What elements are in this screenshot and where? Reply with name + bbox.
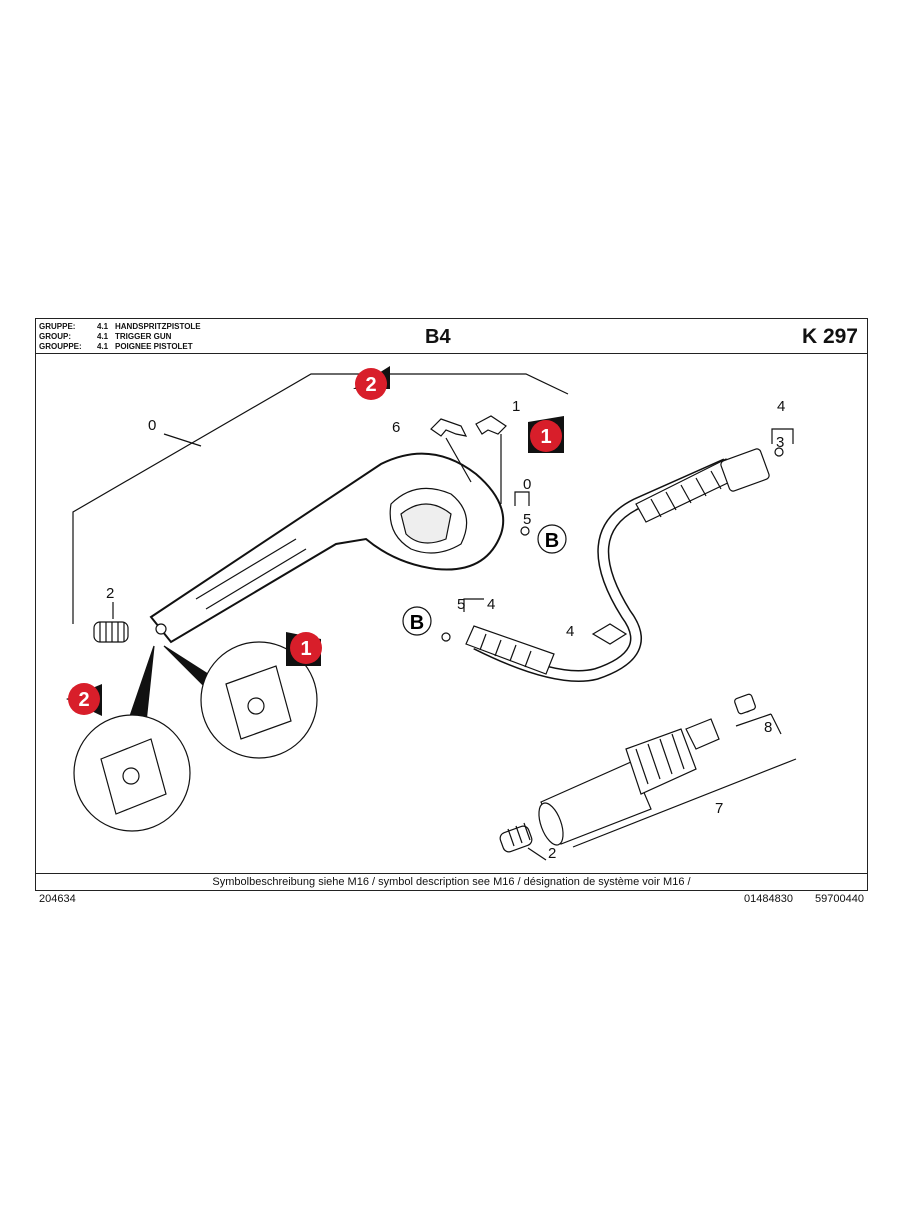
callout-number: 0 — [523, 476, 531, 493]
part-number-b: 59700440 — [815, 893, 864, 905]
symbol-note: Symbolbeschreibung siehe M16 / symbol de… — [36, 873, 867, 890]
marker-b: B — [410, 612, 424, 634]
callout-number: 4 — [566, 623, 574, 640]
callout-number: 2 — [106, 585, 114, 602]
sheet-header: GRUPPE: 4.1 HANDSPRITZPISTOLE GROUP: 4.1… — [36, 319, 867, 354]
marker-number: 1 — [300, 638, 311, 660]
hose-fitting-top — [635, 447, 784, 523]
marker-number: 2 — [78, 689, 89, 711]
callout-number: 7 — [715, 800, 723, 817]
group-row-fr: GROUPPE: 4.1 POIGNEE PISTOLET — [39, 342, 201, 352]
group-number: 4.1 — [97, 342, 109, 351]
group-name: HANDSPRITZPISTOLE — [115, 322, 201, 331]
marker-2b: 2 — [66, 683, 102, 716]
marker-2a: 2 — [353, 366, 390, 400]
exploded-view-drawing: 1 2 1 2 B B 0 1 6 0 5 4 3 2 5 — [66, 366, 797, 862]
marker-number: 1 — [540, 426, 551, 448]
marker-1a: 1 — [528, 416, 564, 453]
callout-number: 5 — [457, 596, 465, 613]
callout-number: 3 — [776, 434, 784, 451]
marker-b: B — [545, 530, 559, 552]
group-name: POIGNEE PISTOLET — [115, 342, 193, 351]
page-code: B4 — [425, 326, 451, 348]
group-label: GRUPPE: — [39, 322, 76, 331]
spring-bottom — [499, 822, 533, 853]
group-label: GROUPPE: — [39, 342, 82, 351]
group-row-en: GROUP: 4.1 TRIGGER GUN — [39, 332, 201, 342]
marker-1b: 1 — [286, 632, 322, 666]
parts-sheet: GRUPPE: 4.1 HANDSPRITZPISTOLE GROUP: 4.1… — [35, 318, 868, 891]
hose-fitting-bottom — [441, 625, 555, 675]
callout-number: 0 — [148, 417, 156, 434]
part-number-a: 01484830 — [744, 893, 793, 905]
document-number: 204634 — [39, 893, 76, 905]
callout-number: 4 — [487, 596, 495, 613]
group-number: 4.1 — [97, 332, 109, 341]
callout-number: 2 — [548, 845, 556, 862]
callout-number: 4 — [777, 398, 785, 415]
callout-number: 1 — [512, 398, 520, 415]
callout-number: 8 — [764, 719, 772, 736]
spray-lance — [538, 693, 756, 846]
group-row-de: GRUPPE: 4.1 HANDSPRITZPISTOLE — [39, 322, 201, 332]
group-name: TRIGGER GUN — [115, 332, 172, 341]
model-number: K 297 — [801, 325, 858, 348]
callout-number: 5 — [523, 511, 531, 528]
marker-number: 2 — [365, 374, 376, 396]
callout-number: 6 — [392, 419, 400, 436]
group-block: GRUPPE: 4.1 HANDSPRITZPISTOLE GROUP: 4.1… — [39, 322, 201, 352]
spring-left — [93, 621, 129, 643]
group-number: 4.1 — [97, 322, 109, 331]
group-label: GROUP: — [39, 332, 71, 341]
